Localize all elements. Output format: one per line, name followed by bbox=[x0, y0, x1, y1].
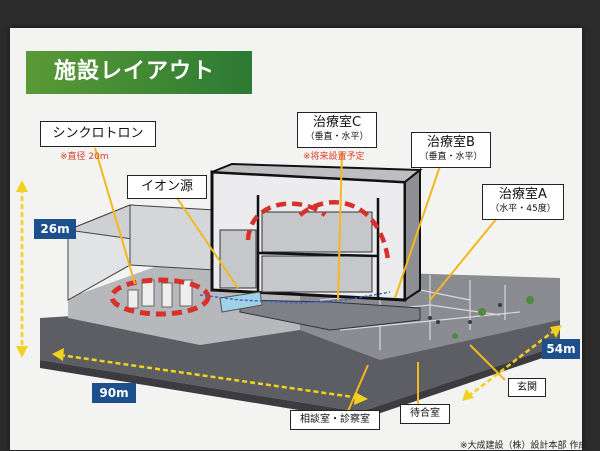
room-c-label: 治療室C （垂直・水平） bbox=[297, 112, 377, 148]
credit-note: ※大成建設（株）設計本部 作成 bbox=[460, 441, 588, 451]
tower-side-face bbox=[404, 167, 421, 302]
tower-floor-lines bbox=[256, 195, 380, 298]
leader-lines bbox=[94, 147, 506, 419]
entrance-label: 玄関 bbox=[508, 378, 546, 397]
depth-dimension-tag: 54m bbox=[542, 339, 580, 359]
consultation-room-label: 相談室・診察室 bbox=[290, 410, 380, 430]
synchrotron-ring bbox=[109, 277, 211, 317]
page-title: 施設レイアウト bbox=[54, 59, 216, 84]
room-a-label: 治療室A （水平・45度） bbox=[482, 184, 564, 220]
ion-source-label: イオン源 bbox=[127, 175, 207, 199]
people-figures bbox=[428, 303, 502, 324]
synchrotron-equipment bbox=[127, 279, 193, 309]
room-c-future-note: ※将来設置予定 bbox=[303, 152, 365, 162]
width-dimension-tag: 90m bbox=[92, 383, 136, 403]
main-hall-side-wall bbox=[129, 204, 216, 271]
room-b-gantry-arc bbox=[298, 200, 391, 261]
waiting-room-label: 待合室 bbox=[400, 404, 450, 424]
beamline-corridor bbox=[239, 299, 421, 331]
synchrotron-label: シンクロトロン bbox=[40, 121, 156, 147]
room-b-label: 治療室B （垂直・水平） bbox=[411, 132, 491, 168]
heading-banner bbox=[26, 51, 252, 94]
trees bbox=[452, 296, 534, 339]
synchrotron-diameter-note: ※直径 20m bbox=[60, 152, 109, 162]
height-dimension-tag: 26m bbox=[34, 219, 76, 239]
ground-edge bbox=[40, 345, 560, 420]
dimension-arrows bbox=[20, 188, 556, 400]
room-c-gantry-arc bbox=[245, 201, 327, 241]
beam-path bbox=[199, 291, 391, 304]
arrow-heads bbox=[16, 180, 562, 405]
basin bbox=[219, 291, 263, 313]
